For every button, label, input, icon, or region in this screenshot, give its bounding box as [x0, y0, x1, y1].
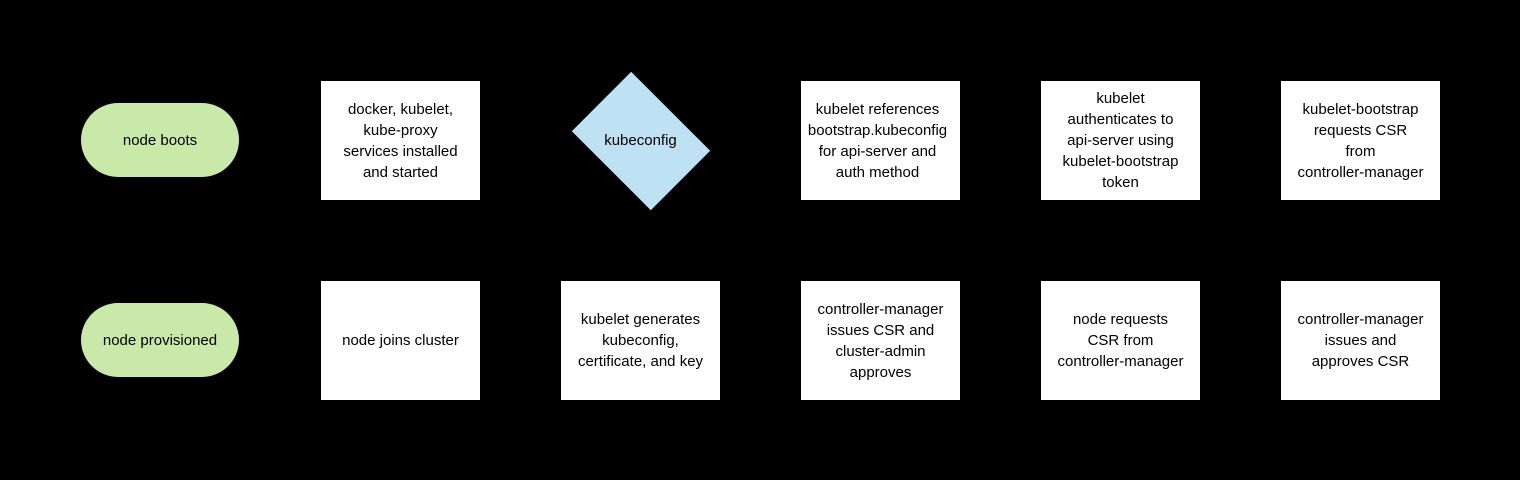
flow-node-label: node requests CSR from controller-manage…: [1057, 311, 1184, 370]
flow-node-label: kubelet authenticates to api-server usin…: [1062, 90, 1179, 191]
flow-node-kubelet-generates-kubeconfig[interactable]: kubelet generates kubeconfig, certificat…: [561, 281, 720, 400]
flow-node-label: kubelet-bootstrap requests CSR from cont…: [1297, 100, 1424, 181]
flow-node-label: node provisioned: [102, 331, 218, 349]
flow-node-label: docker, kubelet, kube-proxy services ins…: [343, 100, 458, 181]
flow-node-node-joins-cluster[interactable]: node joins cluster: [321, 281, 480, 400]
flow-node-kubelet-bootstrap-requests-csr[interactable]: kubelet-bootstrap requests CSR from cont…: [1281, 81, 1440, 200]
flow-node-controller-manager-issues-csr[interactable]: controller-manager issues CSR and cluste…: [801, 281, 960, 400]
flow-node-label: node joins cluster: [342, 332, 459, 349]
flow-node-label: controller-manager issues CSR and cluste…: [817, 300, 944, 381]
flow-node-node-boots[interactable]: node boots: [81, 103, 239, 177]
flow-node-label: controller-manager issues and approves C…: [1297, 311, 1424, 370]
flow-node-kubeconfig[interactable]: kubeconfig: [561, 71, 720, 210]
flow-node-label: kubeconfig: [604, 132, 677, 149]
flow-node-label: kubelet generates kubeconfig, certificat…: [577, 311, 704, 370]
flow-node-services-installed[interactable]: docker, kubelet, kube-proxy services ins…: [321, 81, 480, 200]
flow-node-controller-manager-issues-approves-csr[interactable]: controller-manager issues and approves C…: [1281, 281, 1440, 400]
flow-node-node-provisioned[interactable]: node provisioned: [81, 303, 239, 377]
flow-node-kubelet-references-bootstrap-kubeconfig[interactable]: kubelet references bootstrap.kubeconfig …: [801, 81, 960, 200]
flow-node-label: kubelet references bootstrap.kubeconfig …: [807, 100, 948, 181]
flow-node-node-requests-csr[interactable]: node requests CSR from controller-manage…: [1041, 281, 1200, 400]
flow-node-label: node boots: [122, 131, 198, 149]
flow-node-kubelet-authenticates[interactable]: kubelet authenticates to api-server usin…: [1041, 81, 1200, 200]
